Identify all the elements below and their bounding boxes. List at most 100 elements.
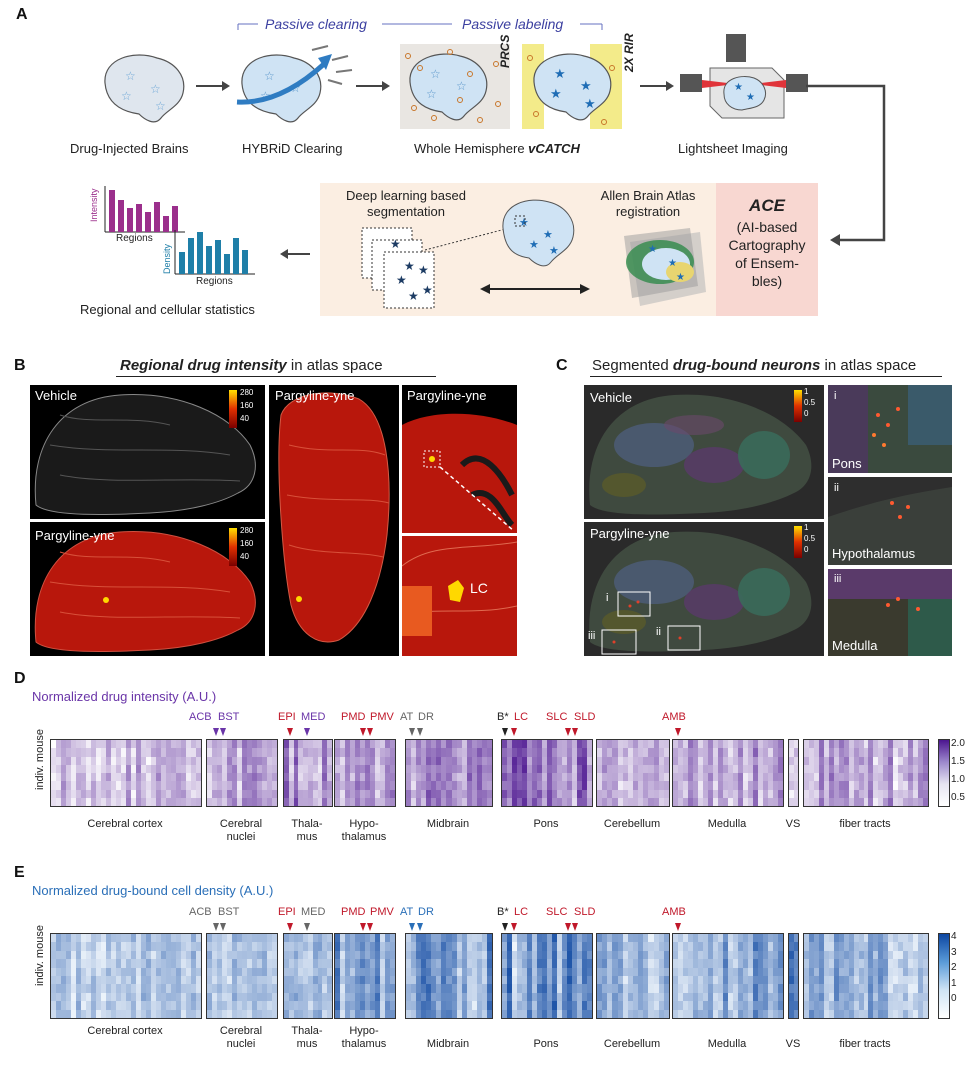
heatmap-cell bbox=[340, 748, 346, 757]
heatmap-cell bbox=[688, 942, 694, 952]
heatmap-cell bbox=[380, 942, 386, 952]
heatmap-cell bbox=[748, 781, 754, 790]
heatmap-cell bbox=[567, 748, 573, 757]
heatmap-cell bbox=[101, 789, 107, 799]
heatmap-cell bbox=[878, 781, 884, 790]
heatmap-cell bbox=[176, 984, 182, 994]
heatmap-cell bbox=[808, 764, 815, 774]
heatmap-cell bbox=[196, 1001, 201, 1011]
heatmap-cell bbox=[547, 934, 553, 943]
heatmap-cell bbox=[698, 797, 704, 806]
scale-tick-high: 280 bbox=[240, 388, 254, 397]
heatmap-cell bbox=[237, 789, 243, 799]
heatmap-cell bbox=[466, 967, 473, 977]
heatmap-cell bbox=[633, 773, 639, 782]
heatmap-cell bbox=[116, 950, 122, 960]
heatmap-cell bbox=[181, 950, 187, 960]
heatmap-cell bbox=[653, 773, 660, 782]
heatmap-cell bbox=[813, 789, 820, 799]
heatmap-cell bbox=[918, 756, 924, 766]
heatmap-cell bbox=[171, 967, 177, 977]
heatmap-cell bbox=[217, 781, 223, 790]
d-region-thalamus: Thala-mus bbox=[291, 818, 323, 843]
heatmap-cell bbox=[602, 976, 608, 985]
heatmap-cell bbox=[222, 740, 228, 749]
heatmap-cell bbox=[375, 984, 381, 994]
heatmap-cell bbox=[627, 773, 634, 782]
heatmap-cell bbox=[272, 781, 277, 790]
stats-title: Regional and cellular statistics bbox=[80, 302, 255, 317]
heatmap-cell bbox=[196, 764, 201, 774]
heatmap-cell bbox=[893, 959, 899, 969]
heatmap-cell bbox=[126, 797, 132, 806]
heatmap-cell bbox=[612, 1009, 619, 1018]
heatmap-cell bbox=[733, 959, 739, 969]
heatmap-cell bbox=[562, 748, 568, 757]
heatmap-cell bbox=[141, 934, 147, 943]
heatmap-cell bbox=[272, 789, 277, 799]
heatmap-cell bbox=[617, 934, 624, 943]
heatmap-cell bbox=[789, 764, 794, 774]
heatmap-cell bbox=[542, 942, 548, 952]
heatmap-cell bbox=[703, 984, 709, 994]
heatmap-cell bbox=[527, 967, 533, 977]
heatmap-cell bbox=[365, 773, 371, 782]
heatmap-cell bbox=[622, 950, 629, 960]
heatmap-cell bbox=[355, 967, 361, 977]
heatmap-cell bbox=[537, 740, 543, 749]
heatmap-cell bbox=[380, 1009, 386, 1018]
heatmap-cell bbox=[421, 1009, 427, 1018]
heatmap-cell bbox=[562, 1001, 568, 1011]
heatmap-cell bbox=[703, 773, 709, 782]
svg-text:★: ★ bbox=[734, 82, 743, 93]
heatmap-cell bbox=[436, 748, 442, 757]
heatmap-cell bbox=[71, 740, 77, 749]
heatmap-cell bbox=[141, 976, 147, 985]
heatmap-cell bbox=[648, 773, 655, 782]
heatmap-cell bbox=[918, 764, 924, 774]
heatmap-cell bbox=[567, 984, 573, 994]
heatmap-cell bbox=[808, 959, 815, 969]
heatmap-cell bbox=[141, 967, 147, 977]
heatmap-cell bbox=[602, 1009, 608, 1018]
heatmap-cell bbox=[908, 934, 914, 943]
heatmap-cell bbox=[903, 1009, 909, 1018]
density-scale-bar-2 bbox=[794, 526, 802, 558]
heatmap-cell bbox=[587, 976, 592, 985]
heatmap-cell bbox=[838, 773, 845, 782]
heatmap-cell bbox=[918, 950, 924, 960]
heatmap-cell bbox=[602, 797, 608, 806]
heatmap-cell bbox=[873, 942, 879, 952]
heatmap-cell bbox=[748, 764, 754, 774]
heatmap-cell bbox=[607, 781, 613, 790]
heatmap-cell bbox=[471, 1009, 478, 1018]
heatmap-cell bbox=[91, 1001, 97, 1011]
heatmap-cell bbox=[360, 756, 366, 766]
heatmap-cell bbox=[298, 781, 304, 790]
heatmap-cell bbox=[778, 950, 783, 960]
heatmap-cell bbox=[773, 942, 779, 952]
heatmap-cell bbox=[547, 789, 553, 799]
heatmap-cell bbox=[683, 942, 689, 952]
heatmap-cell bbox=[441, 967, 447, 977]
heatmap-cell bbox=[718, 984, 724, 994]
heatmap-cell bbox=[758, 1001, 764, 1011]
heatmap-cell bbox=[768, 797, 774, 806]
heatmap-cell bbox=[476, 781, 483, 790]
heatmap-cell bbox=[131, 797, 137, 806]
heatmap-cell bbox=[365, 967, 371, 977]
ace-title-box bbox=[716, 183, 818, 316]
heatmap-cell bbox=[587, 1001, 592, 1011]
heatmap-cell bbox=[312, 797, 319, 806]
heatmap-cell bbox=[486, 1001, 492, 1011]
double-arrow-icon bbox=[480, 284, 590, 294]
heatmap-cell bbox=[893, 942, 899, 952]
heatmap-cell bbox=[191, 992, 197, 1002]
heatmap-cell bbox=[222, 942, 228, 952]
heatmap-cell bbox=[111, 740, 117, 749]
heatmap-cell bbox=[252, 1001, 258, 1011]
heatmap-cell bbox=[355, 764, 361, 774]
heatmap-cell bbox=[552, 959, 558, 969]
heatmap-cell bbox=[597, 797, 603, 806]
heatmap-cell bbox=[723, 1001, 729, 1011]
